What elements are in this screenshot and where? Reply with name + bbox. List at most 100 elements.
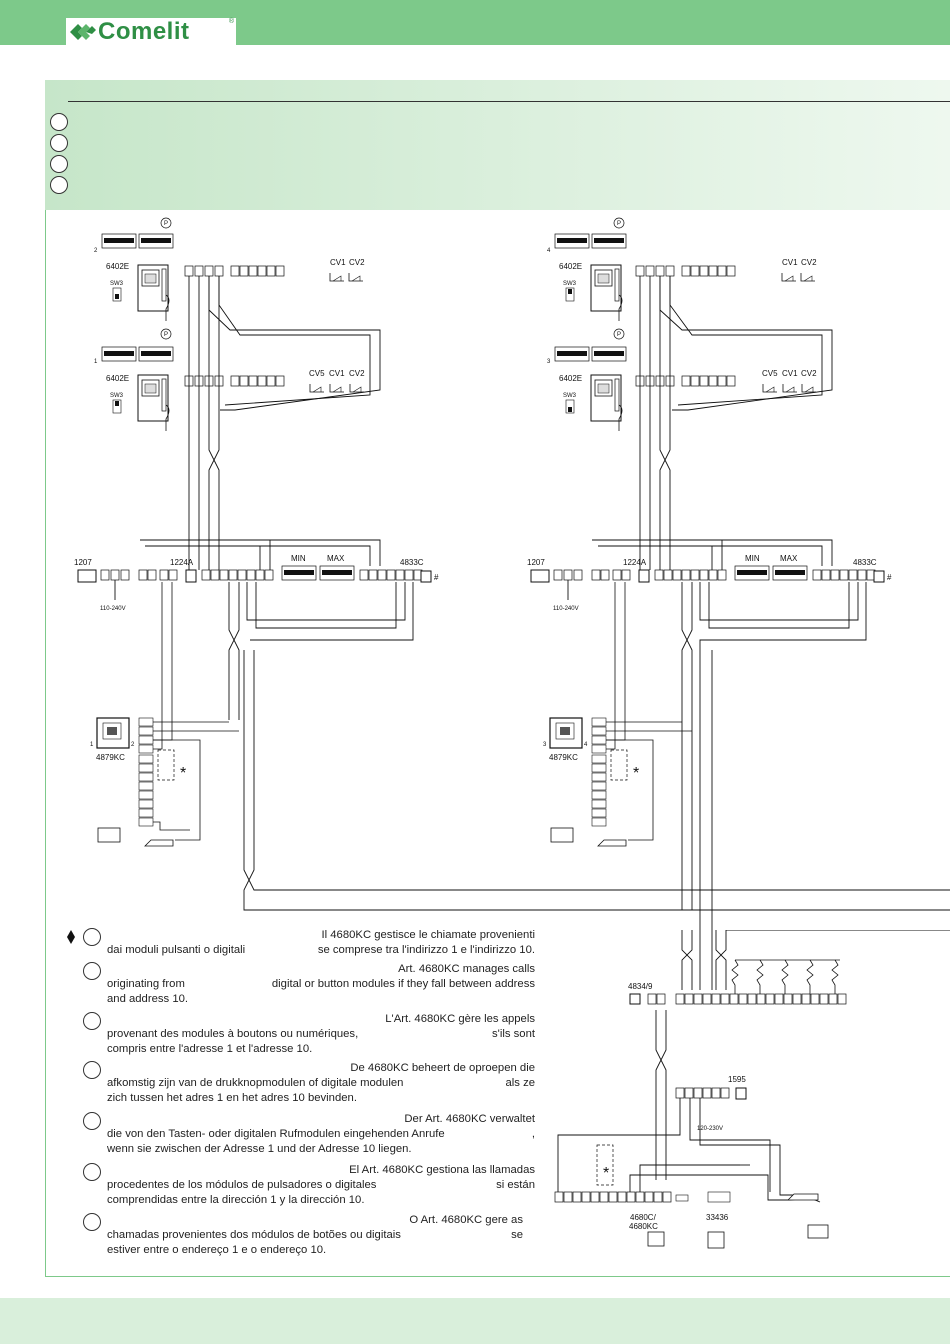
unit-label-line1: 4680C/ — [630, 1213, 657, 1222]
frame-left-rule — [45, 210, 46, 1276]
p-label: P — [617, 221, 621, 227]
cv2-lamp-icon — [801, 383, 817, 393]
cv5-label: CV5 — [762, 369, 778, 378]
panel-address: 4 — [584, 742, 588, 748]
language-circle — [83, 1012, 101, 1030]
dip-switch-s1 — [554, 346, 590, 362]
module-icon — [420, 570, 432, 583]
interface-label: 4834/9 — [628, 982, 653, 991]
dip-switch-s2 — [138, 346, 174, 362]
monitor-address: 4 — [547, 248, 551, 254]
desc-line: se — [511, 1229, 523, 1241]
cv1-lamp-icon — [781, 272, 797, 282]
monitor-model-label: 6402E — [559, 374, 582, 383]
cv1-label: CV1 — [782, 258, 798, 267]
p-button-icon — [160, 328, 172, 340]
desc-line: chamadas provenientes dos módulos de bot… — [107, 1229, 401, 1241]
p-button-icon — [613, 328, 625, 340]
power-supply-label: 1595 — [728, 1075, 746, 1084]
lock-module-icon — [707, 1231, 725, 1249]
max-label: MAX — [780, 554, 798, 563]
p-label: P — [617, 332, 621, 338]
monitor-lower-right — [590, 374, 623, 432]
asterisk-note: * — [603, 1165, 609, 1182]
cv1-lamp-icon — [329, 383, 345, 393]
cv1-label: CV1 — [782, 369, 798, 378]
p-label: P — [164, 332, 168, 338]
distributor-terminals — [201, 569, 274, 581]
language-circle-4 — [50, 176, 68, 194]
lock-icon — [597, 839, 627, 847]
distributor-label: 1224A — [170, 558, 194, 567]
supply-terminals — [675, 1087, 730, 1099]
p-button-icon — [160, 217, 172, 229]
desc-line: comprendidas entre la dirección 1 y la d… — [107, 1194, 365, 1206]
desc-line: De 4680KC beheert de oproepen die — [350, 1062, 535, 1074]
dip-switch-s1 — [101, 346, 137, 362]
p-button-icon — [613, 217, 625, 229]
dip-switch-s2 — [591, 346, 627, 362]
panel-label: 4879KC — [96, 753, 125, 762]
module-label: 4833C — [400, 558, 424, 567]
optional-box — [610, 749, 628, 781]
mains-label: 110-240V — [553, 606, 579, 612]
language-circle — [83, 1213, 101, 1231]
desc-line: L'Art. 4680KC gère les appels — [385, 1013, 535, 1025]
resistor-row — [731, 959, 840, 995]
min-dip-switch — [281, 565, 317, 581]
cv1-label: CV1 — [329, 369, 345, 378]
monitor-upper-left — [137, 264, 170, 322]
logo-text: Comelit — [98, 18, 190, 45]
desc-line: afkomstig zijn van de drukknopmodulen of… — [107, 1077, 404, 1089]
desc-line: dai moduli pulsanti o digitali — [107, 944, 246, 956]
desc-line: als ze — [505, 1077, 535, 1089]
desc-line: die von den Tasten- oder digitalen Rufmo… — [107, 1128, 445, 1140]
desc-line: compris entre l'adresse 1 et l'adresse 1… — [107, 1043, 313, 1055]
diamond-marker-icon — [67, 930, 75, 944]
wiring-diagram: P 2 6402E SW3 CV1 CV2 P 1 6402E SW3 — [74, 217, 950, 930]
power-supply-icon — [735, 1087, 747, 1100]
max-dip-switch — [319, 565, 355, 581]
cv2-lamp-icon — [349, 383, 365, 393]
optional-box — [596, 1144, 614, 1186]
mains-label: 120-230V — [697, 1126, 723, 1132]
desc-line: procedentes de los módulos de pulsadores… — [107, 1179, 377, 1191]
module-icon — [873, 570, 885, 583]
sw3-switch — [112, 399, 122, 414]
language-circle — [83, 1112, 101, 1130]
panel-terminal-column — [138, 717, 154, 827]
monitor-terminal-strip — [635, 265, 736, 277]
mains-terminals — [100, 569, 178, 581]
language-circle — [83, 962, 101, 980]
unit-label-line2: 4680KC — [629, 1222, 658, 1231]
monitor-terminal-strip — [635, 375, 736, 387]
language-circle-3 — [50, 155, 68, 173]
desc-line: digital or button modules if they fall b… — [271, 978, 535, 990]
monitor-terminal-strip — [184, 375, 285, 387]
desc-line: O Art. 4680KC gere as — [409, 1214, 523, 1226]
dip-switch-s2 — [138, 233, 174, 249]
distributor-icon — [185, 569, 197, 583]
panel-address: 2 — [131, 742, 135, 748]
desc-line: , — [531, 1128, 535, 1140]
relay-icon — [675, 1194, 689, 1202]
dip-switch-s2 — [591, 233, 627, 249]
interface-terminals — [647, 993, 847, 1005]
registered-mark: ® — [228, 18, 234, 25]
distributor-icon — [638, 569, 650, 583]
panel-wires — [153, 582, 239, 841]
max-dip-switch — [772, 565, 808, 581]
lock-icon — [144, 839, 174, 847]
asterisk-note: * — [633, 765, 639, 782]
power-supply-label: 1207 — [527, 558, 545, 567]
lock-icon — [787, 1193, 819, 1201]
lower-right-diagram: 4834/9 1595 120-230V * 4680C/ 4680KC 334… — [554, 930, 950, 1249]
min-label: MIN — [291, 554, 306, 563]
optional-box — [157, 749, 175, 781]
right-system: P 4 6402E SW3 CV1 CV2 P 3 6402E SW3 CV5 … — [527, 217, 892, 930]
sw3-switch — [565, 287, 575, 302]
max-label: MAX — [327, 554, 345, 563]
title-band — [45, 80, 950, 210]
lock-release-icon — [550, 827, 574, 843]
